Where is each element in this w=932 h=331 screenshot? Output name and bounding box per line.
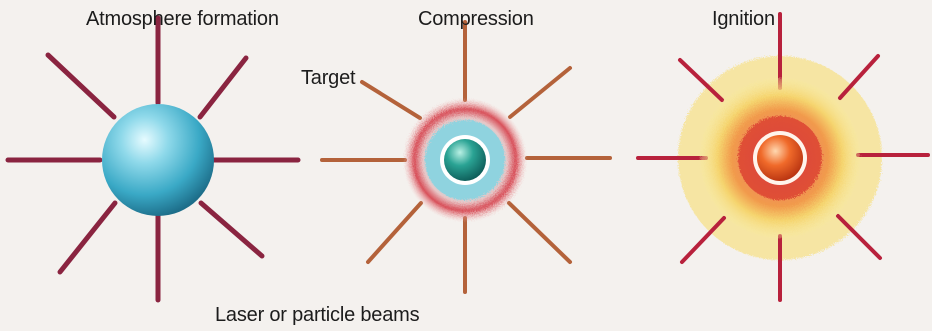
stage-label-ignition: Ignition bbox=[712, 9, 775, 29]
beams-label: Laser or particle beams bbox=[215, 305, 419, 325]
stage-compression bbox=[322, 22, 610, 292]
beam bbox=[362, 82, 420, 118]
stage-ignition bbox=[638, 14, 928, 300]
beam bbox=[368, 203, 421, 262]
target-label: Target bbox=[301, 68, 355, 88]
target-sphere bbox=[757, 135, 803, 181]
stage-label-atmosphere-formation: Atmosphere formation bbox=[86, 9, 279, 29]
beam bbox=[48, 55, 114, 117]
stage-label-compression: Compression bbox=[418, 9, 534, 29]
beam bbox=[510, 68, 570, 117]
beam bbox=[840, 56, 878, 98]
target-sphere bbox=[102, 104, 214, 216]
beam bbox=[509, 203, 570, 262]
stage-atmosphere-formation bbox=[8, 18, 298, 300]
beam bbox=[200, 58, 246, 117]
beam bbox=[60, 203, 115, 272]
beam bbox=[201, 203, 262, 256]
target-sphere bbox=[444, 139, 486, 181]
